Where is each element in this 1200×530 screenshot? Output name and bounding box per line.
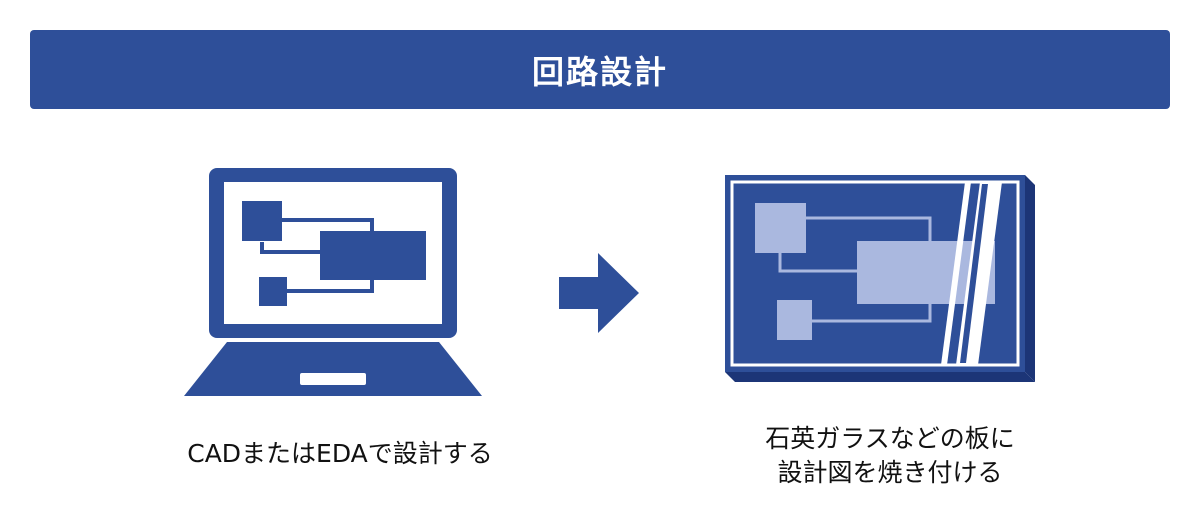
page-title: 回路設計 bbox=[531, 52, 668, 91]
header-bar: 回路設計 bbox=[30, 30, 1170, 109]
right-arrow-icon bbox=[559, 253, 639, 333]
step-2-caption-line-2: 設計図を焼き付ける bbox=[777, 458, 1003, 487]
step-2-caption: 石英ガラスなどの板に 設計図を焼き付ける bbox=[680, 422, 1100, 490]
step-2-caption-line-1: 石英ガラスなどの板に bbox=[765, 424, 1015, 453]
quartz-glass-plate-icon bbox=[725, 175, 1035, 382]
step-1-caption-text: CADまたはEDAで設計する bbox=[187, 439, 493, 468]
laptop-cad-icon bbox=[184, 168, 482, 396]
step-1-caption: CADまたはEDAで設計する bbox=[110, 437, 570, 471]
